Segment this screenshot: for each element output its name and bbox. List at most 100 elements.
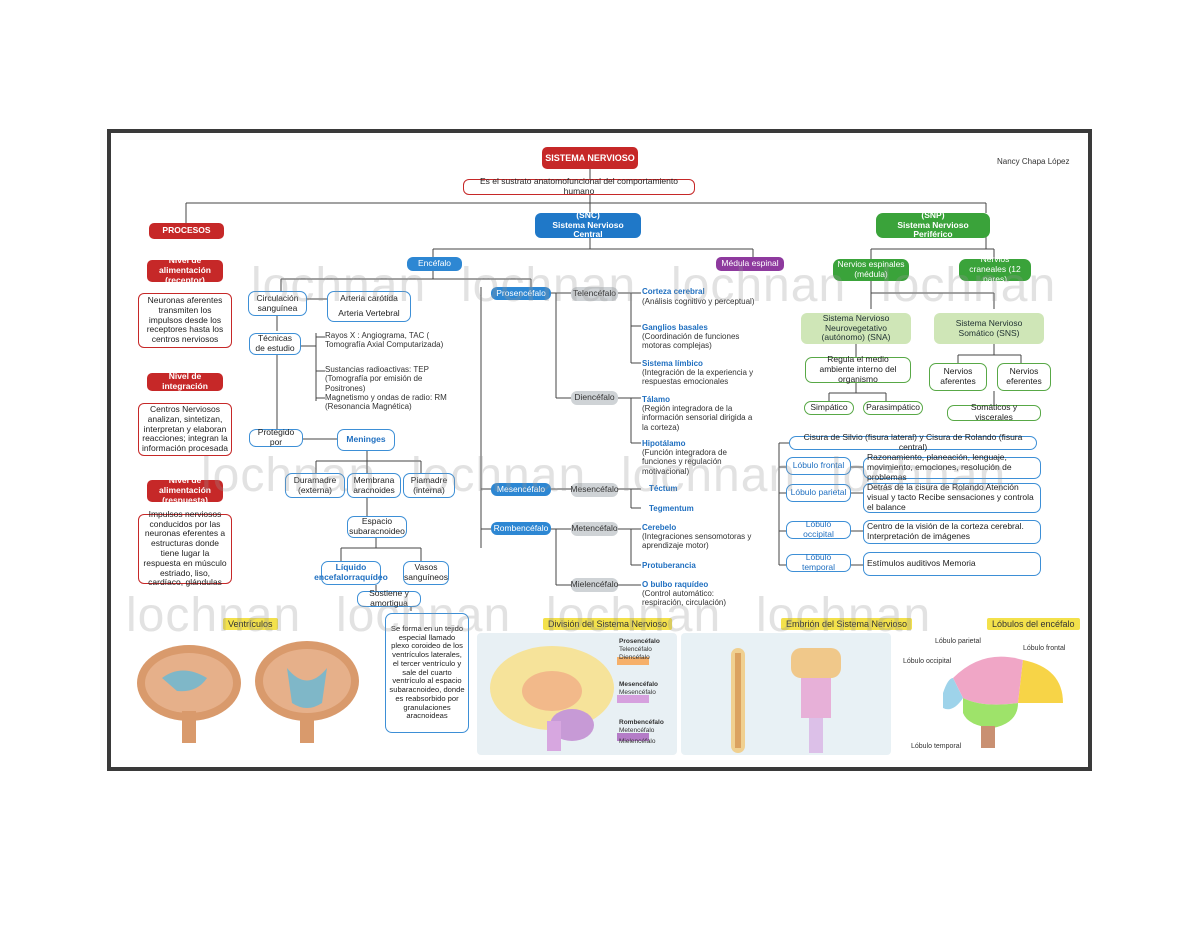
simpatico-node: Simpático — [804, 401, 854, 415]
lobe-label-1: Lóbulo frontal — [1023, 645, 1066, 652]
connector-lines — [185, 169, 1022, 611]
cisura-node: Cisura de Silvio (fisura lateral) y Cisu… — [789, 432, 1037, 452]
div-label-5: Rombencéfalo — [619, 719, 664, 726]
procesos-header: PROCESOS — [149, 223, 224, 239]
snp-label: (SNP) — [921, 209, 945, 220]
prosencefalo-node: Prosencéfalo — [491, 287, 551, 300]
piamadre-node: Piamadre (interna) — [403, 473, 455, 498]
regula-node: Regula el medio ambiente interno del org… — [805, 354, 911, 384]
div-label-7: Mielencéfalo — [619, 738, 656, 745]
tectum-label: Téctum — [649, 484, 678, 493]
nivel-respuesta-node: Nivel de alimentación (respuesta) — [147, 475, 223, 505]
bulbo-desc: (Control automático: respiración, circul… — [642, 589, 727, 608]
title-node: SISTEMA NERVIOSO — [542, 147, 638, 169]
lobulos-illustration — [943, 656, 1063, 748]
lobulo-temporal-node: Lóbulo temporal — [786, 552, 851, 572]
liquido-node: Líquido encefalorraquídeo — [314, 561, 388, 585]
limbico-label: Sistema límbico — [642, 359, 703, 368]
medula-node: Médula espinal — [716, 257, 784, 271]
nivel-alimentacion-desc: Neuronas aferentes transmiten los impuls… — [138, 293, 232, 348]
rombencefalo-node: Rombencéfalo — [491, 522, 551, 535]
cerebelo-label: Cerebelo — [642, 523, 677, 532]
snc-node: (SNC) Sistema Nervioso Central — [535, 209, 641, 240]
cerebelo-desc: (Integraciones sensomotoras y aprendizaj… — [642, 532, 752, 551]
tecnica-rayos-x: Rayos X : Angiograma, TAC ( Tomografía A… — [325, 331, 444, 350]
sna-node: Sistema Nervioso Neurovegetativo (autóno… — [801, 313, 911, 344]
div-label-3: Mesencéfalo — [619, 681, 659, 688]
diencefalo-node: Diencéfalo — [571, 391, 618, 405]
embrion-title: Embrión del Sistema Nervioso — [781, 618, 913, 630]
circulacion-node: Circulación sanguínea — [248, 291, 307, 316]
aferentes-node: Nervios aferentes — [929, 363, 987, 391]
diagram-frame: SISTEMA NERVIOSO Nancy Chapa López Es el… — [107, 129, 1092, 771]
author-name: Nancy Chapa López — [997, 157, 1070, 166]
definition-node: Es el sustrato anatomofuncional del comp… — [463, 176, 695, 196]
duramadre-node: Duramadre (externa) — [285, 473, 345, 498]
limbico-desc: (Integración de la experiencia y respues… — [642, 368, 754, 387]
sostiene-node: Sostiene y amortigua — [357, 588, 421, 608]
arteria-vertebral: Arteria Vertebral — [338, 308, 400, 318]
snc-label: (SNC) — [576, 209, 600, 220]
division-illustration — [477, 633, 677, 755]
aracnoides-node: Membrana aracnoides — [347, 473, 401, 498]
parietal-desc: Detrás de la cisura de Rolando Atención … — [863, 482, 1041, 513]
mesencefalo-main-node: Mesencéfalo — [491, 483, 551, 496]
div-label-4: Mesencéfalo — [619, 689, 656, 696]
snp-sub: Sistema Nervioso Periférico — [897, 219, 969, 240]
talamo-desc: (Región integradora de la información se… — [642, 404, 753, 432]
tegmentum-label: Tegmentum — [649, 504, 694, 513]
nivel-respuesta-desc: Impulsos nerviosos conducidos por las ne… — [138, 509, 232, 587]
eferentes-node: Nervios eferentes — [997, 363, 1051, 391]
meninges-node: Meninges — [337, 429, 395, 451]
temporal-desc: Estímulos auditivos Memoria — [863, 552, 1041, 576]
nivel-integracion-desc: Centros Nerviosos analizan, sintetizan, … — [138, 403, 232, 456]
parasimpatico-node: Parasimpático — [863, 401, 923, 415]
div-label-2: Diencéfalo — [619, 654, 650, 661]
mielencefalo-node: Mielencéfalo — [571, 578, 618, 592]
mesencefalo-node: Mesencéfalo — [570, 483, 619, 497]
lobe-label-2: Lóbulo occipital — [903, 658, 952, 665]
talamo-label: Tálamo — [642, 395, 671, 404]
hipotalamo-desc: (Función integradora de funciones y regu… — [642, 448, 727, 476]
corteza-desc: (Análisis cognitivo y perceptual) — [642, 297, 755, 306]
nivel-alimentacion-node: Nivel de alimentación (receptor) — [147, 255, 223, 285]
lobe-label-3: Lóbulo temporal — [911, 743, 962, 750]
occipital-desc: Centro de la visión de la corteza cerebr… — [863, 520, 1041, 544]
tecnica-tep: Sustancias radioactivas: TEP (Tomografía… — [325, 365, 429, 393]
division-title: División del Sistema Nervioso — [543, 618, 673, 630]
nivel-integracion-node: Nivel de integración — [147, 371, 223, 391]
arterias-node: Arteria carótida Arteria Vertebral — [327, 291, 411, 322]
tecnica-rm: Magnetismo y ondas de radio: RM (Resonan… — [325, 393, 447, 412]
snp-node: (SNP) Sistema Nervioso Periférico — [876, 209, 990, 240]
div-label-6: Metencéfalo — [619, 727, 655, 734]
ganglios-desc: (Coordinación de funciones motoras compl… — [642, 332, 740, 351]
div-label-1: Telencéfalo — [619, 646, 652, 653]
ganglios-label: Ganglios basales — [642, 323, 708, 332]
ventriculos-illustration — [137, 641, 359, 743]
lobulo-occipital-node: Lóbulo occipital — [786, 519, 851, 539]
vasos-node: Vasos sanguíneos — [403, 561, 449, 585]
lobulo-parietal-node: Lóbulo parietal — [786, 484, 851, 502]
bulbo-label: O bulbo raquídeo — [642, 580, 709, 589]
encefalo-node: Encéfalo — [407, 257, 462, 271]
telencefalo-node: Telencéfalo — [571, 287, 618, 301]
sns-node: Sistema Nervioso Somático (SNS) — [934, 313, 1044, 344]
corteza-label: Corteza cerebral — [642, 287, 705, 296]
protegido-node: Protegido por — [249, 427, 303, 447]
espacio-node: Espacio subaracnoideo — [347, 516, 407, 538]
lobulos-title: Lóbulos del encéfalo — [987, 618, 1080, 630]
snc-sub: Sistema Nervioso Central — [552, 219, 624, 240]
protuberancia-label: Protuberancia — [642, 561, 696, 570]
ventriculos-title: Ventrículos — [223, 618, 278, 630]
lobulo-frontal-node: Lóbulo frontal — [786, 457, 851, 475]
arteria-carotida: Arteria carótida — [340, 293, 398, 304]
embrion-illustration — [681, 633, 891, 755]
tecnicas-node: Técnicas de estudio — [249, 333, 301, 355]
somaticos-node: Somáticos y viscerales — [947, 402, 1041, 422]
lobe-label-0: Lóbulo parietal — [935, 638, 981, 645]
hipotalamo-label: Hipotálamo — [642, 439, 686, 448]
metencefalo-node: Metencéfalo — [571, 522, 618, 536]
liquido-desc: Se forma en un tejido especial llamado p… — [385, 613, 469, 733]
nervios-espinales-node: Nervios espinales (médula) — [833, 259, 909, 281]
nervios-craneales-node: Nervios craneales (12 pares) — [959, 254, 1031, 284]
